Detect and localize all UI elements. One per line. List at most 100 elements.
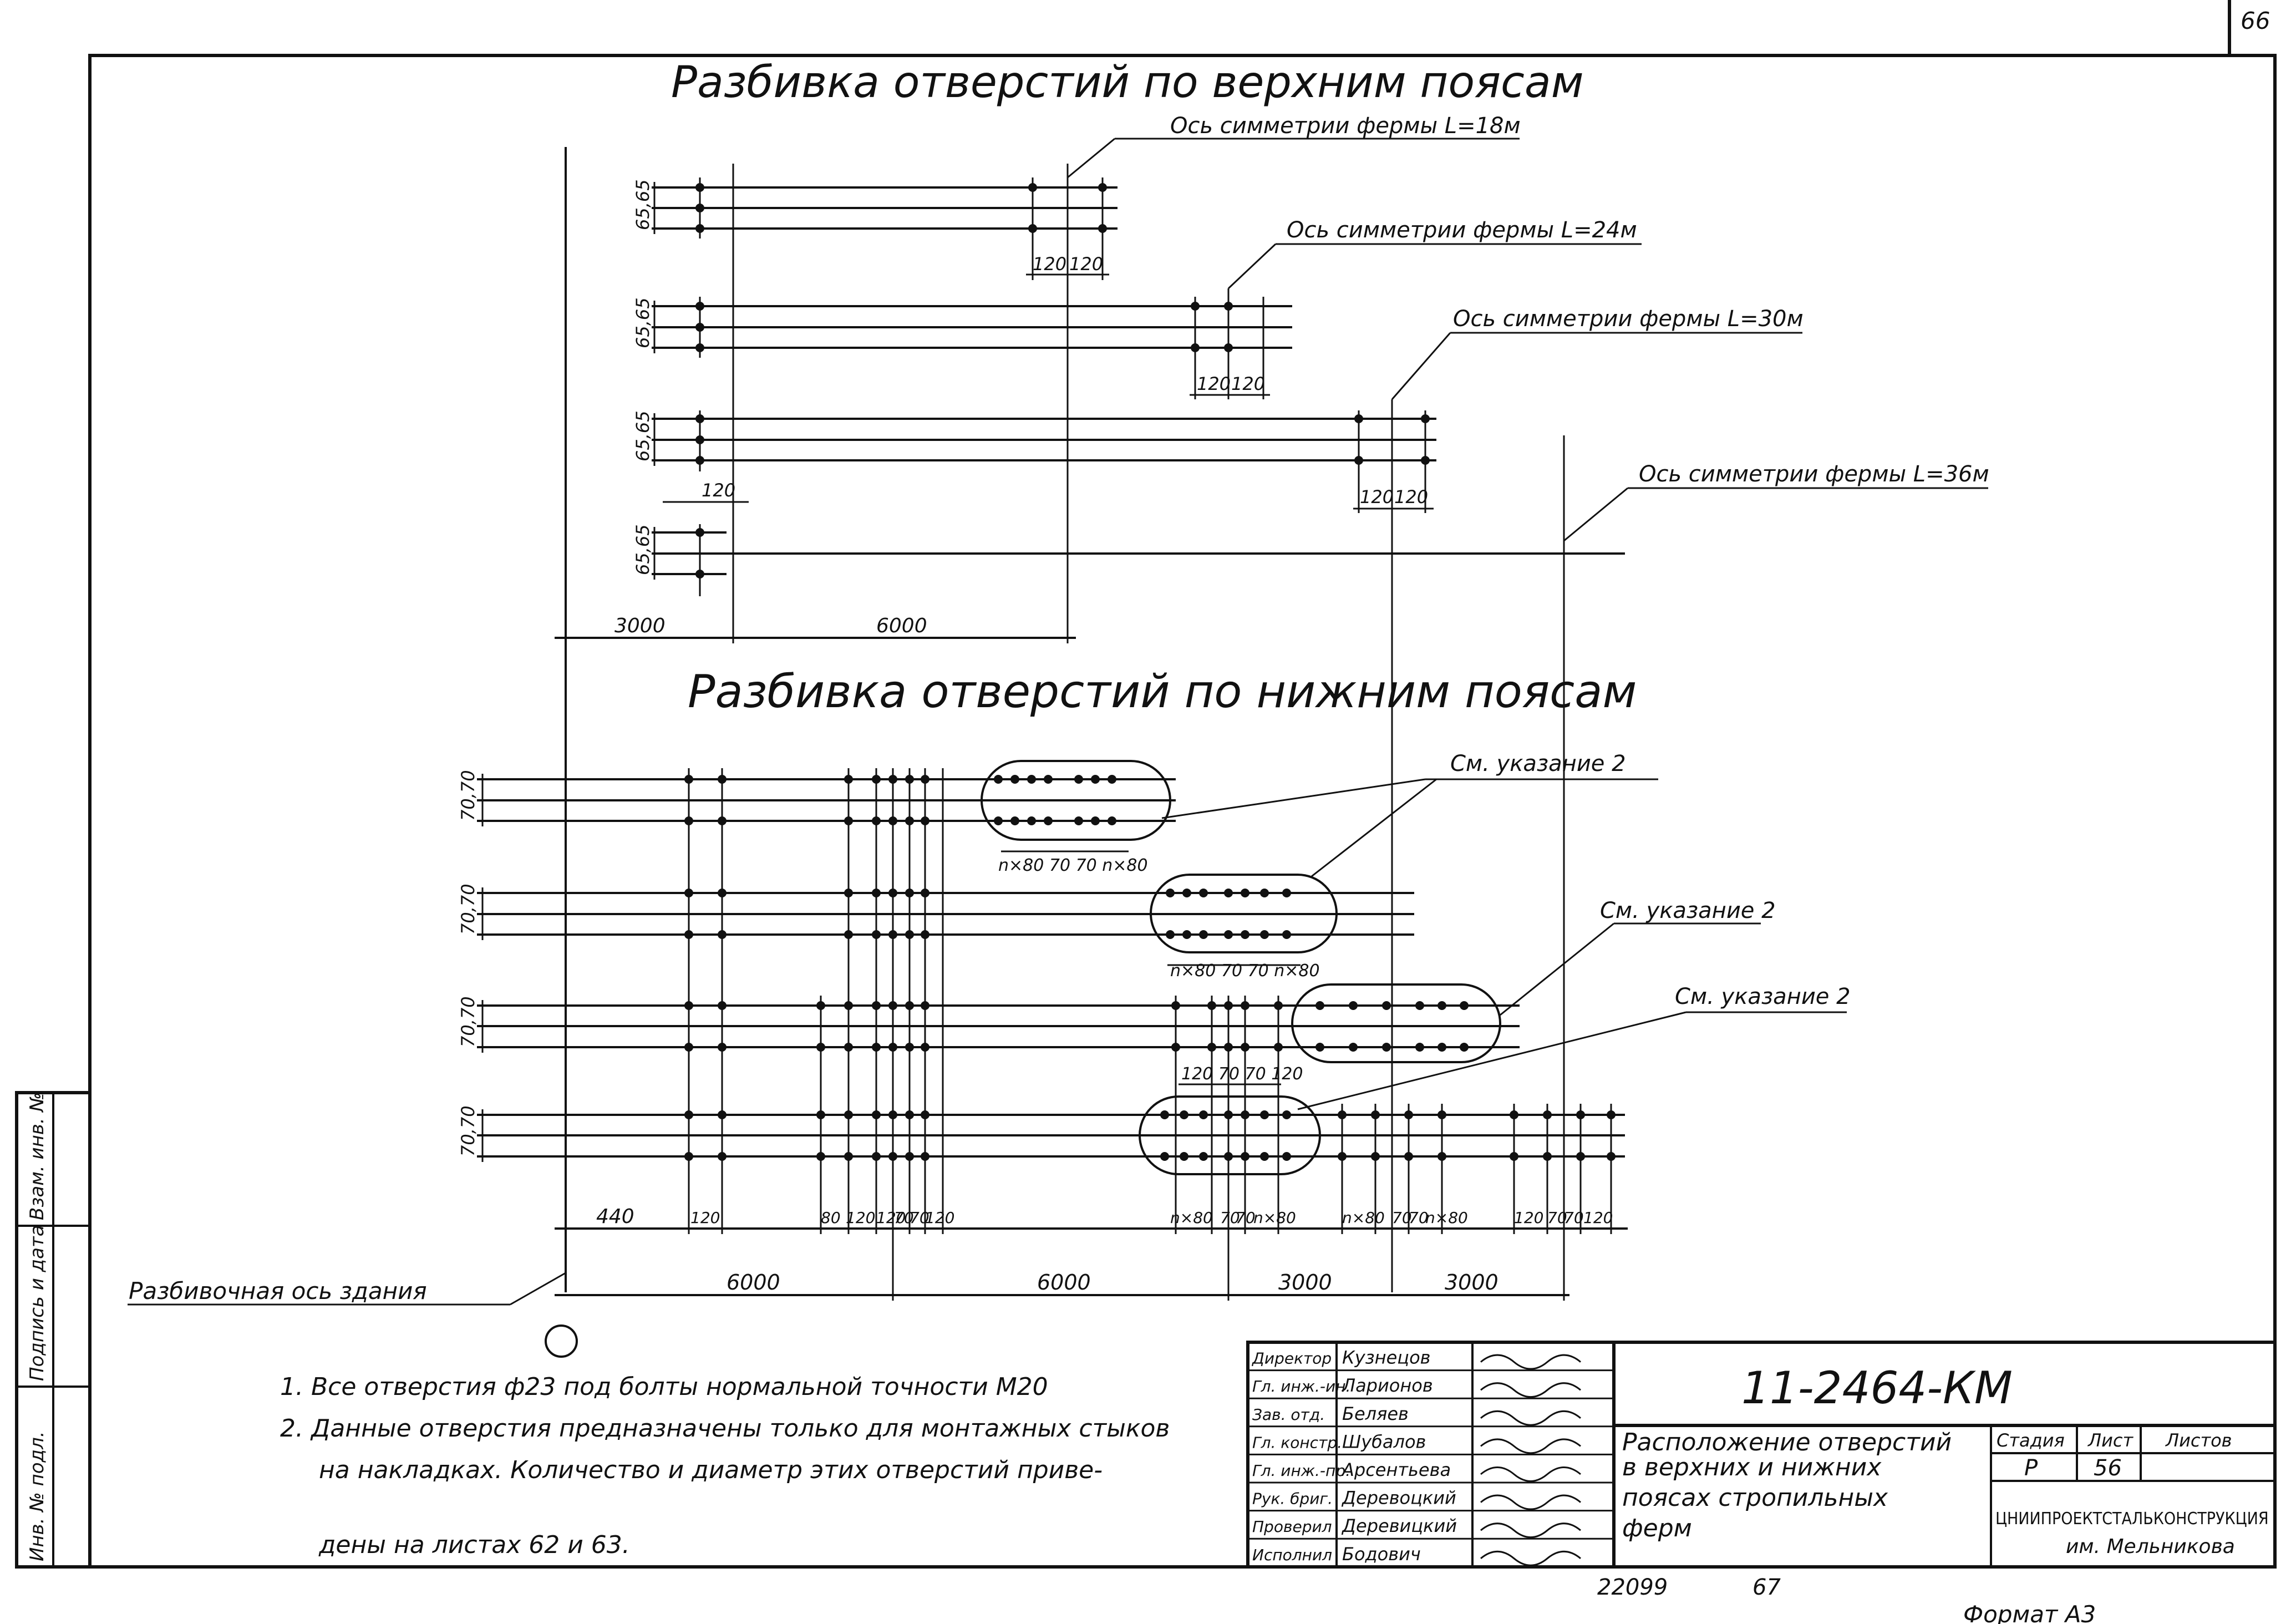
bolt-hole	[921, 816, 929, 825]
signature-scribble	[1480, 1438, 1581, 1454]
bolt-hole	[816, 1001, 825, 1010]
top-dim-6000: 6000	[876, 615, 927, 637]
bolt-hole	[816, 1043, 825, 1052]
bolt-hole	[1315, 1043, 1324, 1052]
bolt-hole	[1207, 1001, 1216, 1010]
bolt-hole	[1224, 1152, 1233, 1161]
sheet-label: Лист	[2087, 1430, 2134, 1451]
sheets-label: Листов	[2165, 1430, 2232, 1451]
bolt-hole	[905, 930, 914, 939]
bolt-hole	[905, 1043, 914, 1052]
bolt-hole	[684, 1110, 693, 1119]
bolt-hole	[921, 1001, 929, 1010]
bolt-hole	[1404, 1152, 1413, 1161]
axis-label-30: Ось симметрии фермы L=30м	[1453, 306, 1804, 332]
bolt-hole	[1510, 1152, 1518, 1161]
bottom-dim-label: 120	[1583, 1209, 1613, 1227]
axis-label-leader	[510, 1272, 566, 1306]
bolt-hole	[1241, 1110, 1249, 1119]
note-1: 1. Все отверстия ф23 под болты нормально…	[280, 1373, 1048, 1401]
bolt-hole	[872, 1001, 881, 1010]
footer-num-2: 67	[1753, 1575, 1781, 1600]
stage-label: Стадия	[1997, 1430, 2065, 1451]
bolt-hole	[718, 775, 727, 784]
bolt-hole	[718, 1152, 727, 1161]
note-ref-1: См. указание 2	[1450, 751, 1626, 777]
desc-line-2: в верхних и нижних	[1622, 1453, 1882, 1481]
title-block-role: Зав. отд.	[1252, 1405, 1325, 1424]
footer-num-1: 22099	[1597, 1575, 1668, 1600]
bolt-hole	[684, 1001, 693, 1010]
bolt-hole	[1282, 1152, 1291, 1161]
bottom-spacing-1: 70,70	[458, 770, 479, 821]
desc-line-4: ферм	[1622, 1514, 1692, 1542]
top-dim-3000: 3000	[614, 615, 666, 637]
bolt-hole	[921, 1043, 929, 1052]
title-block-role: Гл. инж.-ин.	[1252, 1377, 1350, 1395]
bolt-hole	[1260, 889, 1269, 897]
bolt-hole	[905, 889, 914, 897]
bolt-hole	[1349, 1001, 1358, 1010]
bolt-hole	[905, 775, 914, 784]
bolt-hole	[844, 816, 853, 825]
top-dim-120-d: 120	[1231, 373, 1265, 394]
bolt-hole	[1010, 816, 1019, 825]
bolt-hole	[1576, 1152, 1585, 1161]
bolt-hole	[1010, 775, 1019, 784]
bolt-hole	[1241, 1001, 1249, 1010]
main-dim-3000-a: 3000	[1278, 1270, 1332, 1295]
bolt-hole	[1224, 930, 1233, 939]
bolt-hole	[1160, 1152, 1169, 1161]
bolt-hole	[844, 1043, 853, 1052]
top-group-36: 65,65 Ось симметрии фермы L=36м	[632, 435, 1989, 1301]
top-group-18: 65,65 120 120 Ось симметрии фермы L=18м	[632, 113, 1521, 643]
bolt-hole	[1437, 1001, 1446, 1010]
dims-row-1: n×80 70 70 n×80	[998, 856, 1148, 875]
bottom-row-2: 70,70 n×80 70 70 n×80	[458, 778, 1437, 981]
bolt-hole	[1199, 1152, 1208, 1161]
signature-scribble	[1480, 1382, 1581, 1398]
signature-scribble	[1480, 1522, 1581, 1539]
axis-label-24: Ось симметрии фермы L=24м	[1287, 217, 1637, 243]
bolt-hole	[1108, 816, 1116, 825]
bolt-hole	[1415, 1043, 1424, 1052]
bolt-hole	[844, 889, 853, 897]
note-ref-2: См. указание 2	[1600, 898, 1776, 923]
bolt-hole	[1349, 1043, 1358, 1052]
bottom-dim-label: 70	[1564, 1209, 1584, 1227]
bottom-spacing-4: 70,70	[458, 1105, 479, 1156]
bolt-hole	[1199, 1110, 1208, 1119]
top-spacing-1: 65,65	[632, 179, 653, 230]
note-capsule-3	[1291, 983, 1501, 1063]
footer-format: Формат А3	[1963, 1601, 2096, 1624]
axis-label-18: Ось симметрии фермы L=18м	[1170, 113, 1521, 139]
note-2-end: дены на листах 62 и 63.	[318, 1531, 630, 1559]
bolt-hole	[1607, 1152, 1616, 1161]
signature-scribble	[1480, 1410, 1581, 1426]
bolt-hole	[1166, 930, 1175, 939]
bottom-dim-label: 70	[910, 1209, 929, 1227]
bottom-dim-label: 120	[690, 1209, 720, 1227]
signature-scribble	[1480, 1550, 1581, 1566]
bolt-hole	[921, 1110, 929, 1119]
bolt-hole	[844, 930, 853, 939]
bolt-hole	[1404, 1110, 1413, 1119]
bolt-hole	[1274, 1043, 1283, 1052]
bottom-dim-label: 70	[1392, 1209, 1412, 1227]
main-dim-6000-a: 6000	[727, 1270, 780, 1295]
top-dim-120-a: 120	[1033, 253, 1066, 275]
top-title: Разбивка отверстий по верхним поясам	[671, 58, 1584, 108]
bolt-hole	[872, 775, 881, 784]
bolt-hole	[1171, 1001, 1180, 1010]
top-dim-120-f: 120	[1360, 486, 1394, 507]
top-dim-120-b: 120	[1069, 253, 1103, 275]
bolt-hole	[684, 930, 693, 939]
bolt-hole	[718, 1110, 727, 1119]
bolt-hole	[718, 889, 727, 897]
title-block-name: Деревоцкий	[1341, 1488, 1456, 1509]
bolt-hole	[718, 816, 727, 825]
bolt-hole	[1371, 1152, 1380, 1161]
main-dim-6000-b: 6000	[1037, 1270, 1091, 1295]
bottom-dim-label: 70	[894, 1209, 914, 1227]
